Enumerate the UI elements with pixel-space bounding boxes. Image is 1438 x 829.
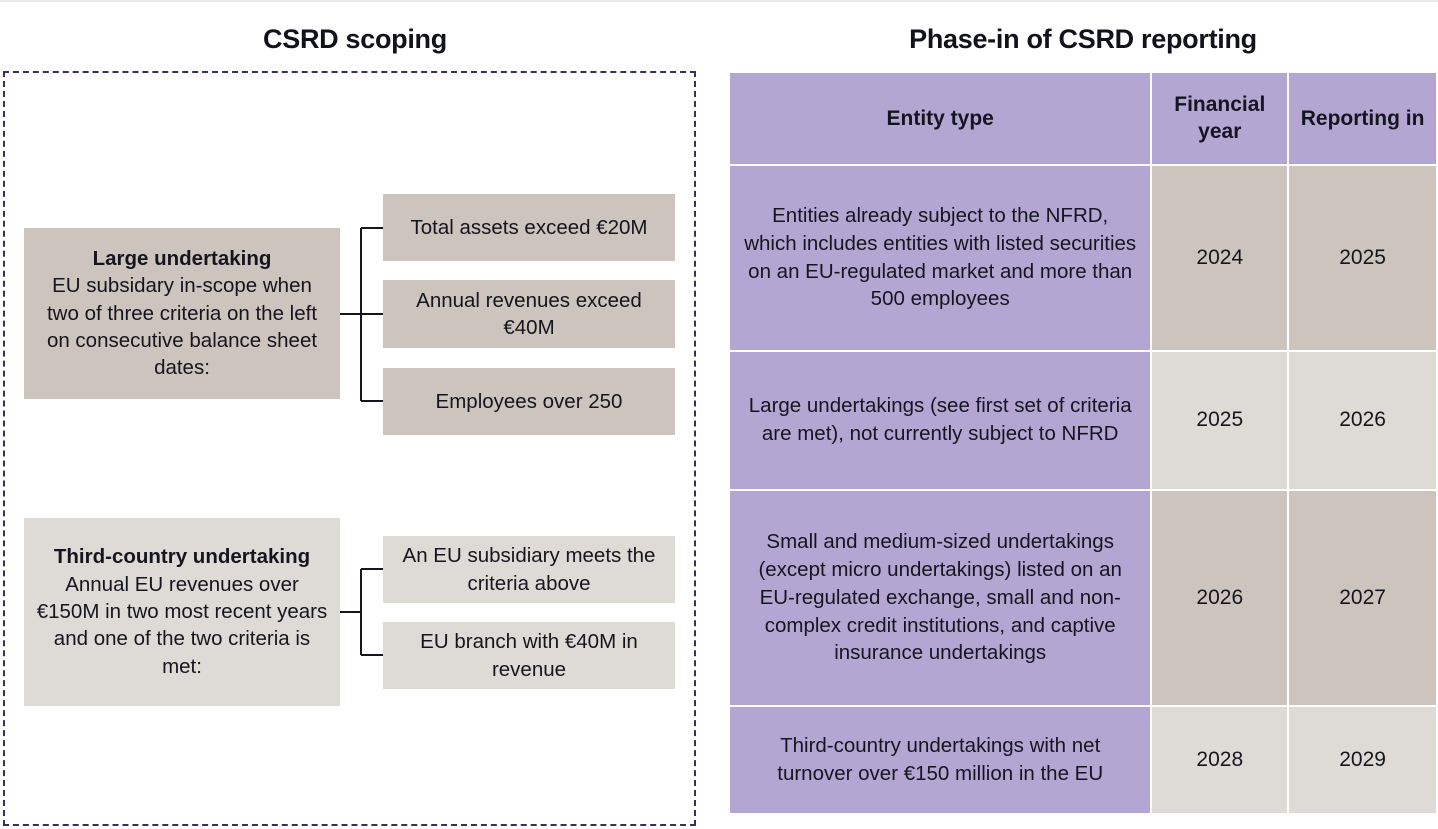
node-third-country-undertaking: Third-country undertaking Annual EU reve… bbox=[24, 518, 340, 706]
node-criterion-eu-branch: EU branch with €40M in revenue bbox=[383, 622, 675, 689]
table-row: Large undertakings (see first set of cri… bbox=[730, 351, 1436, 489]
cell-reporting-in: 2029 bbox=[1289, 706, 1436, 813]
table-header-row: Entity type Financial year Reporting in bbox=[730, 73, 1436, 164]
cell-reporting-in: 2027 bbox=[1289, 490, 1436, 705]
node-third-country-heading: Third-country undertaking bbox=[53, 545, 311, 569]
node-third-country-body: Annual EU revenues over €150M in two mos… bbox=[36, 572, 328, 678]
cell-entity-type: Small and medium-sized undertakings (exc… bbox=[730, 490, 1151, 705]
scoping-dashed-region bbox=[3, 71, 696, 826]
node-large-undertaking-heading: Large undertaking bbox=[92, 246, 272, 270]
column-header-reporting-in: Reporting in bbox=[1289, 73, 1436, 164]
phase-in-panel: Phase-in of CSRD reporting Entity type F… bbox=[728, 0, 1438, 829]
cell-financial-year: 2025 bbox=[1152, 351, 1288, 489]
csrd-scoping-panel: CSRD scoping Large undertaking EU subsid… bbox=[0, 0, 710, 829]
node-criterion-annual-revenues: Annual revenues exceed €40M bbox=[383, 280, 675, 348]
cell-financial-year: 2028 bbox=[1152, 706, 1288, 813]
phase-in-table: Entity type Financial year Reporting in … bbox=[728, 71, 1438, 815]
cell-reporting-in: 2026 bbox=[1289, 351, 1436, 489]
node-criterion-employees: Employees over 250 bbox=[383, 368, 675, 435]
node-criterion-total-assets: Total assets exceed €20M bbox=[383, 194, 675, 261]
cell-financial-year: 2024 bbox=[1152, 165, 1288, 350]
table-row: Small and medium-sized undertakings (exc… bbox=[730, 490, 1436, 705]
node-large-undertaking-body: EU subsidary in-scope when two of three … bbox=[46, 274, 318, 380]
node-criterion-eu-subsidiary: An EU subsidiary meets the criteria abov… bbox=[383, 536, 675, 603]
table-row: Third-country undertakings with net turn… bbox=[730, 706, 1436, 813]
phase-in-title: Phase-in of CSRD reporting bbox=[909, 24, 1257, 54]
table-row: Entities already subject to the NFRD, wh… bbox=[730, 165, 1436, 350]
column-header-financial-year: Financial year bbox=[1152, 73, 1288, 164]
cell-entity-type: Large undertakings (see first set of cri… bbox=[730, 351, 1151, 489]
cell-reporting-in: 2025 bbox=[1289, 165, 1436, 350]
node-large-undertaking: Large undertaking EU subsidary in-scope … bbox=[24, 228, 340, 399]
cell-entity-type: Third-country undertakings with net turn… bbox=[730, 706, 1151, 813]
top-divider bbox=[0, 0, 1438, 2]
column-header-entity-type: Entity type bbox=[730, 73, 1151, 164]
cell-entity-type: Entities already subject to the NFRD, wh… bbox=[730, 165, 1151, 350]
csrd-scoping-title: CSRD scoping bbox=[263, 24, 447, 54]
cell-financial-year: 2026 bbox=[1152, 490, 1288, 705]
